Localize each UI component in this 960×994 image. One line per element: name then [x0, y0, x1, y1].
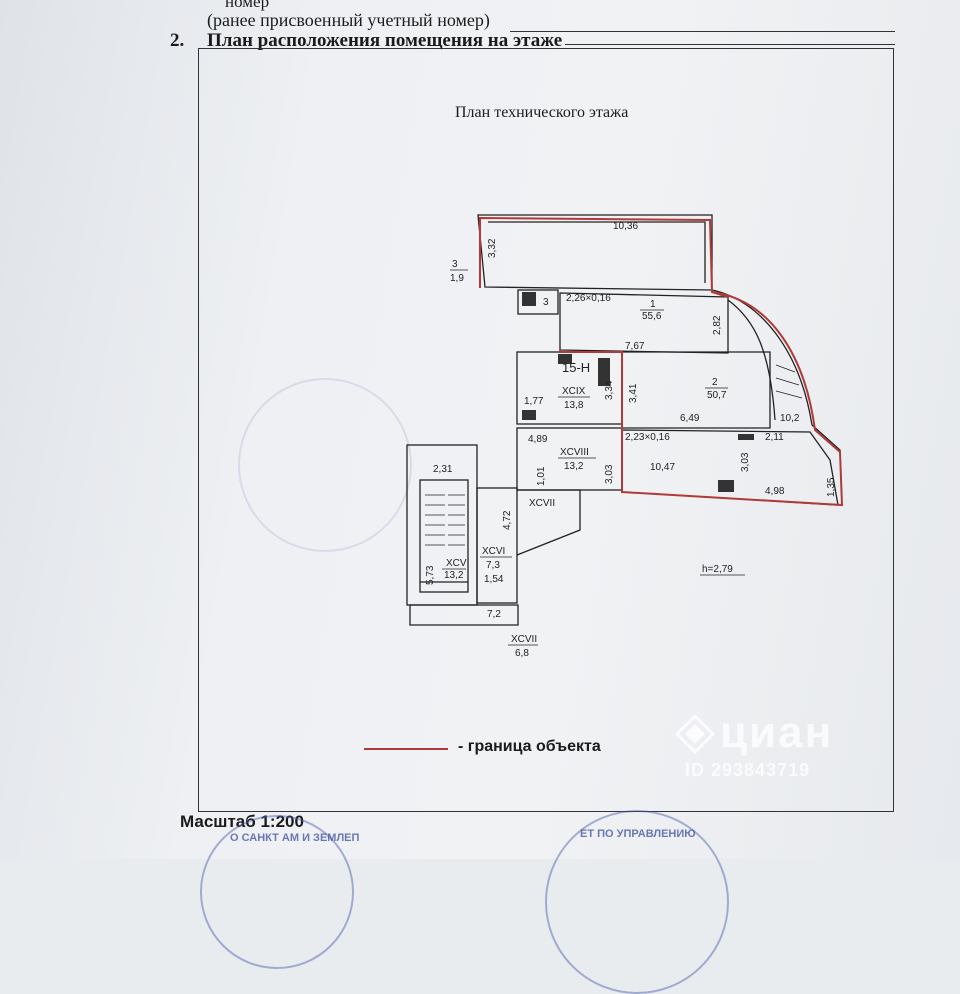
stair-inner: [419, 479, 469, 593]
boundary-top: [479, 216, 729, 298]
room-xcvii2-area: 6,8: [515, 648, 529, 659]
room-xcvi-area: 7,3: [486, 560, 500, 571]
boundary-main: [559, 291, 844, 507]
room-3-outline: [517, 289, 559, 315]
room-xcvi-outline: [476, 487, 518, 604]
dim-opening-3: 2,11: [765, 432, 784, 443]
stamp-left-text: О САНКТ АМ И ЗЕМЛЕП: [230, 832, 360, 844]
dim-xcvi-height: 4,72: [502, 510, 513, 530]
room-xcvii2-number: XCVII: [511, 634, 537, 645]
top-room-inner: [488, 221, 706, 283]
dim-top-height: 3,32: [487, 238, 498, 258]
watermark-brand: циан: [720, 708, 834, 757]
room-xcvi-number: XCVI: [482, 546, 505, 557]
section-number: 2.: [170, 30, 185, 51]
dim-br-edge: 1,35: [826, 477, 837, 497]
room-3-number: 3: [452, 259, 458, 270]
dim-xcv-height: 5,73: [425, 565, 436, 585]
room-2-number: 2: [712, 377, 718, 388]
curved-wing-inner: [727, 299, 776, 421]
dim-room2-width: 6,49: [680, 413, 700, 424]
stamp-right-text: ЕТ ПО УПРАВЛЕНИЮ: [580, 828, 696, 840]
room-1-number: 1: [650, 299, 656, 310]
dim-bottom-width: 7,2: [487, 609, 501, 620]
dim-xcviii-small: 1,01: [536, 466, 547, 486]
dim-br-width: 10,47: [650, 462, 675, 473]
section-title: План расположения помещения на этаже: [207, 30, 563, 51]
header-former-number: (ранее присвоенный учетный номер): [207, 10, 490, 30]
plan-title: План технического этажа: [455, 104, 629, 121]
dim-br-bottom: 4,98: [765, 486, 785, 497]
room-3b-number: 3: [543, 297, 549, 308]
legend-boundary-line: [364, 748, 448, 750]
room-xcvii-outline: [516, 489, 581, 556]
floor-plan: 10,36 3,32 3 1,9 3 2,26×0,16 1 55,6 2,82…: [406, 214, 844, 659]
dim-xcix-width: 1,77: [524, 396, 544, 407]
watermark-id: ID 293843719: [685, 760, 811, 780]
room-xcv-number: XCV: [446, 558, 467, 569]
dim-xcviii-height: 3,03: [604, 464, 615, 484]
dim-room1-height: 2,82: [712, 315, 723, 335]
room-xcvii2-outline: [409, 604, 519, 626]
premise-number: 15-Н: [562, 360, 590, 375]
cian-logo-icon: [675, 714, 715, 754]
section-title-line: [565, 44, 895, 45]
top-room-outline: [477, 214, 713, 291]
room-1-outline: [559, 292, 729, 354]
dim-curve: 10,2: [780, 413, 800, 424]
dim-opening-1: 2,26×0,16: [566, 293, 611, 304]
room-xcix-number: XCIX: [562, 386, 586, 397]
curved-wing-outline: [711, 289, 843, 506]
plan-frame: [198, 48, 894, 812]
faint-stamp: [238, 378, 412, 552]
dim-top-length: 10,36: [613, 221, 638, 232]
dim-room1-width: 7,67: [625, 341, 645, 352]
room-2-area: 50,7: [707, 390, 727, 401]
room-xcix-area: 13,8: [564, 400, 584, 411]
room-xcv-area: 13,2: [444, 570, 464, 581]
dim-xcix-height: 3,34: [604, 380, 615, 400]
room-xcvii-number: XCVII: [529, 498, 555, 509]
legend-boundary-text: - граница объекта: [458, 738, 601, 755]
room-1-area: 55,6: [642, 311, 662, 322]
header-line1: номер: [225, 0, 270, 11]
room-xcviii-area: 13,2: [564, 461, 584, 472]
dim-br-height: 3,03: [740, 452, 751, 472]
dim-xcviii-width: 4,89: [528, 434, 548, 445]
former-number-line: [510, 31, 895, 32]
ceiling-height: h=2,79: [702, 564, 733, 575]
room-xcviii-number: XCVIII: [560, 447, 589, 458]
dim-stair-width: 2,31: [433, 464, 453, 475]
dim-opening-2: 2,23×0,16: [625, 432, 670, 443]
dim-room2-height: 3,41: [628, 383, 639, 403]
dim-xcvi-width: 1,54: [484, 574, 504, 585]
room-3-area: 1,9: [450, 273, 464, 284]
